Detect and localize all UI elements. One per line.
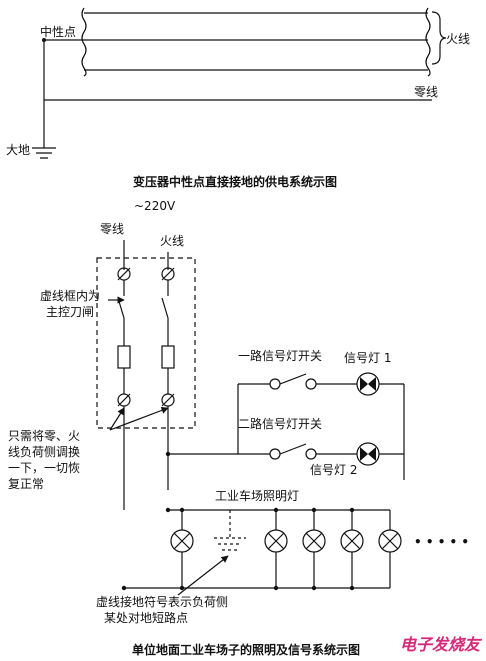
live-knife-switch xyxy=(161,280,169,346)
neutral-fuse xyxy=(117,345,131,369)
lighting-lamp xyxy=(170,529,194,553)
lighting-label: 工业车场照明灯 xyxy=(215,488,299,503)
lighting-signal-diagram xyxy=(96,240,405,596)
neutral-wire-label: 零线 xyxy=(414,85,438,99)
swap-note-arrow-2 xyxy=(109,406,169,431)
swap-note-line-2: 线负荷侧调换 xyxy=(8,445,80,459)
signal-lamp-2-label: 信号灯 2 xyxy=(310,463,357,477)
lighting-lamp xyxy=(340,529,364,553)
swap-note-line-1: 只需将零、火 xyxy=(8,429,80,443)
lighting-lamp xyxy=(302,529,326,553)
swap-note-arrow-1 xyxy=(109,407,125,431)
neutral-point-dot xyxy=(42,38,46,42)
signal-switch-2-label: 二路信号灯开关 xyxy=(238,416,322,431)
phase-wire-left-wave xyxy=(81,7,87,77)
signal-switch-1-terminal-a xyxy=(269,378,281,390)
bottom-caption: 单位地面工业车场子的照明及信号系统示图 xyxy=(132,642,360,657)
fault-earth-symbol xyxy=(214,510,246,551)
switch-note-line-2: 主控刀闸 xyxy=(46,305,94,319)
lighting-lamp xyxy=(264,529,288,553)
junction-dots xyxy=(121,451,355,591)
signal-lamp-2 xyxy=(356,442,380,466)
earth-label: 大地 xyxy=(6,143,30,157)
swap-note-line-3: 一下，一切恢 xyxy=(8,461,80,475)
signal-switch-1-label: 一路信号灯开关 xyxy=(238,348,322,363)
signal-switch-1-blade xyxy=(279,373,307,385)
fault-note-arrow xyxy=(177,555,229,596)
signal-lamp-1 xyxy=(356,372,380,396)
fault-note-line-2: 某处对地短路点 xyxy=(104,610,188,625)
live-wire-label: 火线 xyxy=(446,32,470,46)
phase-wire-right-wave xyxy=(425,7,431,77)
bottom-neutral-label: 零线 xyxy=(100,222,124,236)
live-fuse xyxy=(161,345,175,369)
signal-lamp-1-label: 信号灯 1 xyxy=(344,351,391,365)
lamp-ellipsis: • • • • • xyxy=(414,535,469,549)
signal-switch-2-blade xyxy=(279,443,307,455)
top-caption: 变压器中性点直接接地的供电系统示图 xyxy=(133,174,337,189)
earth-symbol xyxy=(32,147,56,159)
neutral-knife-switch xyxy=(117,280,125,346)
live-wire-brace xyxy=(431,11,447,65)
signal-switch-2-terminal-a xyxy=(269,448,281,460)
transformer-diagram xyxy=(32,7,447,159)
switch-note-line-1: 虚线框内为 xyxy=(40,289,100,303)
watermark: 电子发烧友 xyxy=(400,635,483,654)
swap-note-line-4: 复正常 xyxy=(8,477,44,491)
neutral-point-label: 中性点 xyxy=(40,24,76,39)
bottom-live-label: 火线 xyxy=(160,234,184,248)
lighting-lamp xyxy=(378,529,402,553)
main-switch-box xyxy=(96,257,196,429)
signal-switch-1-terminal-b xyxy=(305,378,317,390)
fault-note-line-1: 虚线接地符号表示负荷侧 xyxy=(96,594,228,609)
voltage-label: ~220V xyxy=(134,199,176,213)
signal-switch-2-terminal-b xyxy=(305,448,317,460)
